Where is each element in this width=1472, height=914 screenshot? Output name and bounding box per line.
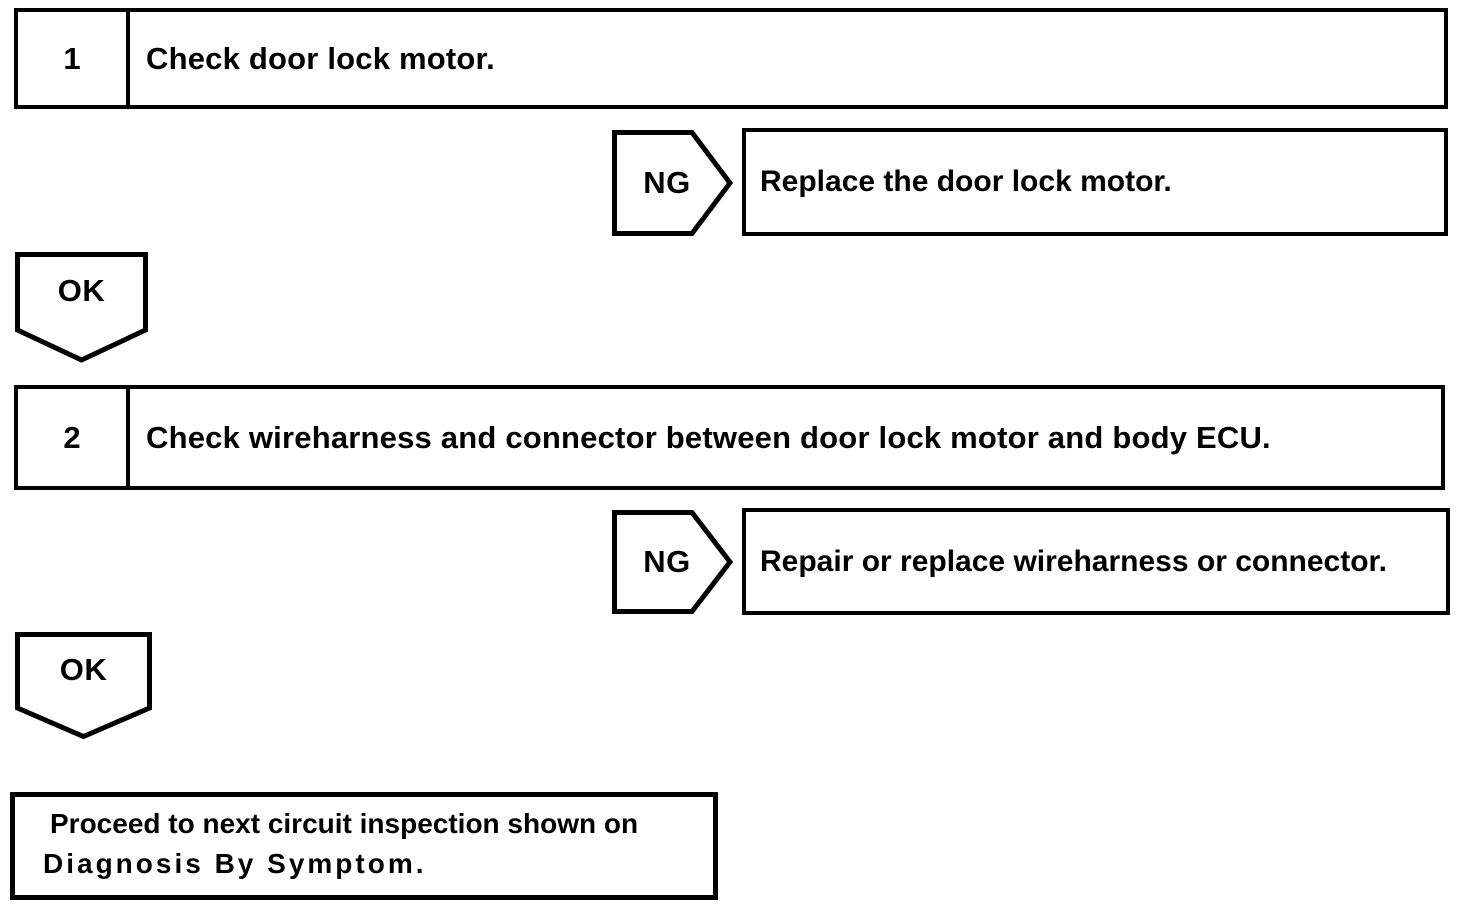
ok-pentagon-icon [15, 252, 148, 363]
conclusion-line-1: Proceed to next circuit inspection shown… [50, 808, 639, 839]
ng-result-box-2: Repair or replace wireharness or connect… [742, 508, 1450, 615]
ng-pentagon-icon [612, 130, 733, 236]
ng-branch-arrow-1: NG [612, 130, 733, 236]
ok-label-1: OK [57, 273, 106, 308]
ng-pentagon-icon [612, 510, 733, 614]
step-1-instruction: Check door lock motor. [146, 40, 495, 76]
ok-arrow-1: OK [15, 252, 148, 363]
step-2-number: 2 [63, 419, 81, 455]
conclusion-box: Proceed to next circuit inspection shown… [10, 792, 718, 900]
ng-result-box-1: Replace the door lock motor. [742, 128, 1448, 236]
ok-label-2: OK [59, 652, 108, 687]
ng-result-text-1: Replace the door lock motor. [760, 165, 1172, 198]
conclusion-line-2: Diagnosis By Symptom. [43, 848, 427, 879]
ng-label-2: NG [643, 544, 691, 579]
step-1-number: 1 [63, 40, 81, 76]
ng-result-text-2: Repair or replace wireharness or connect… [760, 544, 1387, 578]
step-1-box: 1 Check door lock motor. [14, 8, 1448, 109]
ok-pentagon-icon [15, 632, 152, 739]
step-2-number-cell: 2 [18, 389, 130, 486]
ng-branch-arrow-2: NG [612, 510, 733, 614]
ng-label-1: NG [643, 165, 691, 200]
step-1-number-cell: 1 [18, 12, 130, 105]
step-2-box: 2 Check wireharness and connector betwee… [14, 385, 1445, 490]
ok-arrow-2: OK [15, 632, 152, 739]
step-2-instruction: Check wireharness and connector between … [146, 419, 1271, 455]
